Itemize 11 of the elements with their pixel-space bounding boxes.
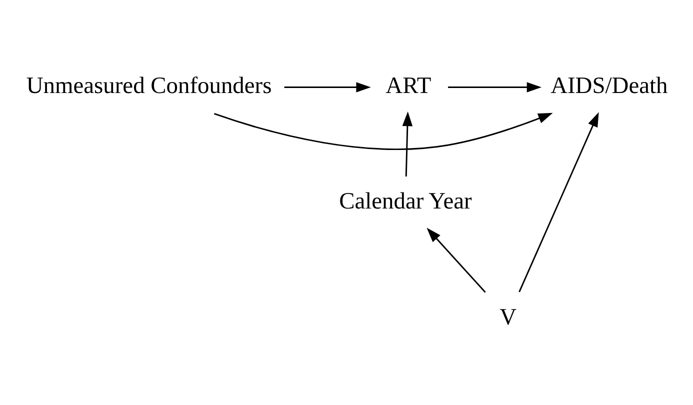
node-text: Calendar Year xyxy=(339,188,472,214)
node-text: Unmeasured Confounders xyxy=(26,72,272,98)
arrow xyxy=(448,82,542,92)
arrow xyxy=(518,112,599,292)
arrow xyxy=(402,110,413,176)
arrow xyxy=(284,82,371,92)
node-text: ART xyxy=(386,72,432,98)
node-text: V xyxy=(500,304,517,330)
arrow xyxy=(426,227,486,292)
node-text: AIDS/Death xyxy=(550,72,668,98)
arrow xyxy=(214,112,553,150)
